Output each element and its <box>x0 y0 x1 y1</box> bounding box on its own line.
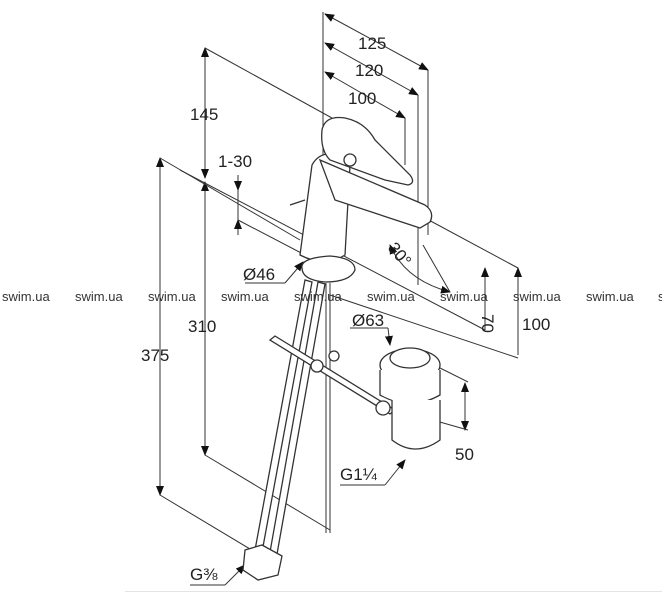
supply-hoses <box>242 279 397 581</box>
watermark: swim.ua <box>2 289 50 304</box>
dim-100-spout: 100 <box>348 89 376 108</box>
dimension-labels: 125 120 100 145 1-30 Ø46 30° 70 100 Ø63 … <box>141 34 550 584</box>
watermark: swim.ua <box>513 289 561 304</box>
dim-1-30: 1-30 <box>218 152 252 171</box>
faucet-body <box>289 116 433 283</box>
dim-supply-thread: G⅜ <box>190 565 218 584</box>
dim-120: 120 <box>355 61 383 80</box>
watermark: swim.ua <box>148 289 196 304</box>
dim-125: 125 <box>358 34 386 53</box>
watermark: swim.ua <box>658 289 662 304</box>
watermark: swim.ua <box>294 289 342 304</box>
watermark: swim.ua <box>440 289 488 304</box>
drain-valve <box>375 347 441 450</box>
footer-divider <box>125 591 662 592</box>
watermark: swim.ua <box>586 289 634 304</box>
watermark: swim.ua <box>367 289 415 304</box>
dim-100-height: 100 <box>522 315 550 334</box>
dim-50: 50 <box>455 445 474 464</box>
dim-375: 375 <box>141 346 169 365</box>
dim-310: 310 <box>188 317 216 336</box>
watermark: swim.ua <box>221 289 269 304</box>
dim-base-diameter: Ø46 <box>243 265 275 284</box>
dim-drain-thread: G1¼ <box>340 465 378 484</box>
dim-drain-diameter: Ø63 <box>352 311 384 330</box>
watermark: swim.ua <box>75 289 123 304</box>
dim-70: 70 <box>478 314 497 333</box>
dim-145: 145 <box>190 105 218 124</box>
dim-angle: 30° <box>384 239 415 271</box>
watermark-row: swim.ua swim.ua swim.ua swim.ua swim.ua … <box>2 289 662 304</box>
dimension-lines <box>156 12 522 586</box>
